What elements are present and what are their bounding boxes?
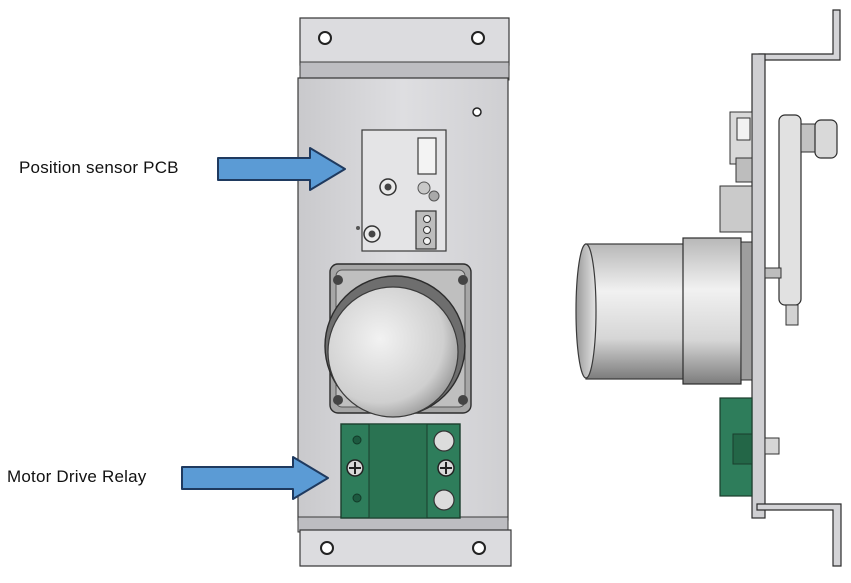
side-view-motor — [575, 237, 753, 385]
motor-drive-relay-label: Motor Drive Relay — [7, 467, 147, 486]
arrow-position-sensor — [217, 147, 346, 191]
side-view-relay — [719, 397, 780, 497]
side-view-pcb — [719, 111, 838, 326]
position-sensor-pcb-front — [356, 129, 447, 252]
arrow-motor-drive-relay — [181, 456, 329, 500]
motor-front — [324, 263, 472, 418]
position-sensor-pcb-label: Position sensor PCB — [19, 158, 179, 177]
side-view-bracket — [751, 9, 842, 567]
motor-drive-relay-front — [340, 423, 461, 519]
